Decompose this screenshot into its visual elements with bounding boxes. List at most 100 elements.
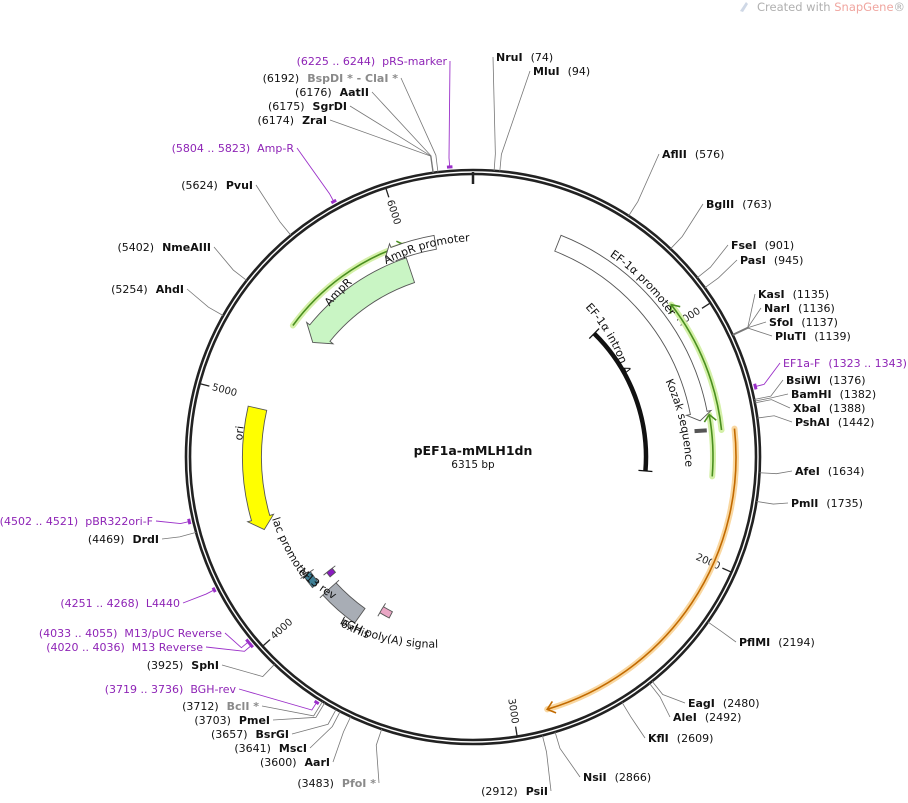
site-leader-drdi xyxy=(161,532,197,540)
site-leader-kfli xyxy=(621,702,646,739)
site-leader-xbai xyxy=(754,399,791,409)
site-label-aflii[interactable]: AflII(576) xyxy=(662,148,724,161)
site-leader-sfoi xyxy=(732,321,767,336)
site-label-aari[interactable]: (3600)AarI xyxy=(260,756,330,769)
site-label-sfoi[interactable]: SfoI(1137) xyxy=(769,316,838,329)
primer-label-prs-marker[interactable]: (6225 .. 6244)pRS-marker xyxy=(297,55,448,68)
bgh-polya-box xyxy=(319,579,366,624)
ef1a-intron-bar xyxy=(592,331,649,472)
primer-mark-bgh-rev xyxy=(313,699,320,706)
ef1a-promoter-arrow xyxy=(554,234,713,422)
primer-label-l4440[interactable]: (4251 .. 4268)L4440 xyxy=(60,597,180,610)
site-leader-nrui xyxy=(492,56,496,171)
site-leader-pflmi xyxy=(707,621,737,643)
site-leader-pasi xyxy=(704,259,738,289)
site-label-fsei[interactable]: FseI(901) xyxy=(731,239,794,252)
site-label-bspdi-clai[interactable]: (6192)BspDI * - ClaI * xyxy=(263,72,399,85)
site-leader-bsrgi xyxy=(291,709,337,735)
site-leader-bcli xyxy=(261,701,323,717)
site-label-pluti[interactable]: PluTI(1139) xyxy=(775,330,851,343)
tick-mark xyxy=(385,187,390,198)
6xhis-box xyxy=(377,603,394,619)
primer-label-amp-r[interactable]: (5804 .. 5823)Amp-R xyxy=(172,142,295,155)
site-label-nari[interactable]: NarI(1136) xyxy=(764,302,835,315)
site-leader-bglii xyxy=(670,203,704,250)
primer-leader-bgh-rev xyxy=(238,688,318,711)
site-label-nrui[interactable]: NruI(74) xyxy=(496,51,553,64)
site-label-aatii[interactable]: (6176)AatII xyxy=(295,86,369,99)
ef1a-direction-arc-arrowhead xyxy=(703,413,717,423)
site-leader-nsii xyxy=(554,731,581,778)
site-label-afei[interactable]: AfeI(1634) xyxy=(795,465,864,478)
primer-label-bgh-rev[interactable]: (3719 .. 3736)BGH-rev xyxy=(105,683,237,696)
site-label-msci[interactable]: (3641)MscI xyxy=(234,742,307,755)
site-leader-pmli xyxy=(756,501,789,505)
site-leader-mlui xyxy=(499,70,531,172)
ef1a-direction-arc xyxy=(708,414,714,477)
backbone-outer-ring xyxy=(184,168,762,746)
site-leader-bamhi xyxy=(754,393,789,402)
site-label-mlui[interactable]: MluI(94) xyxy=(533,65,590,78)
site-label-drdi[interactable]: (4469)DrdI xyxy=(88,533,159,546)
ef1a-outer-arc xyxy=(670,304,723,431)
site-label-bsiwi[interactable]: BsiWI(1376) xyxy=(786,374,866,387)
site-label-psii[interactable]: (2912)PsiI xyxy=(481,785,548,798)
primer-label-m13-puc-reverse[interactable]: (4033 .. 4055)M13/pUC Reverse xyxy=(39,627,222,640)
site-label-pmei[interactable]: (3703)PmeI xyxy=(194,714,270,727)
primer-mark-amp-r xyxy=(330,198,337,205)
watermark-name: SnapGene xyxy=(834,0,893,14)
primer-leader-l4440 xyxy=(182,589,215,604)
site-leader-aatii xyxy=(371,91,434,173)
m13-rev-box xyxy=(323,565,337,578)
site-label-pfoi[interactable]: (3483)PfoI * xyxy=(297,777,376,790)
site-leader-aflii xyxy=(628,153,660,217)
site-label-bcli[interactable]: (3712)BclI * xyxy=(182,700,259,713)
site-label-pflmi[interactable]: PflMI(2194) xyxy=(739,636,815,649)
primer-mark-m13-puc-reverse xyxy=(245,638,252,646)
site-label-bglii[interactable]: BglII(763) xyxy=(706,198,772,211)
site-label-bsrgi[interactable]: (3657)BsrGI xyxy=(211,728,289,741)
site-leader-eagi xyxy=(651,680,686,704)
primer-mark-ef1a-f xyxy=(753,383,758,390)
site-leader-sphi xyxy=(221,664,275,678)
tick-label: 6000 xyxy=(384,199,402,227)
site-label-pshai[interactable]: PshAI(1442) xyxy=(795,416,874,429)
backbone xyxy=(184,168,762,746)
tick-mark xyxy=(199,382,210,387)
primer-leader-amp-r xyxy=(296,147,335,202)
site-label-sphi[interactable]: (3925)SphI xyxy=(147,659,219,672)
site-label-xbai[interactable]: XbaI(1388) xyxy=(793,402,865,415)
site-label-pmli[interactable]: PmlI(1735) xyxy=(791,497,863,510)
tick-label: 5000 xyxy=(211,382,238,399)
site-leader-psii xyxy=(542,735,552,792)
site-leader-bsiwi xyxy=(754,379,784,400)
primer-label-pbr322ori-f[interactable]: (4502 .. 4521)pBR322ori-F xyxy=(0,515,153,528)
site-label-ahdi[interactable]: (5254)AhdI xyxy=(111,283,184,296)
site-label-kasi[interactable]: KasI(1135) xyxy=(758,288,829,301)
feature-label-ef1a-intron: EF-1α intron A xyxy=(583,301,634,376)
site-label-alei[interactable]: AleI(2492) xyxy=(673,711,741,724)
site-label-kfli[interactable]: KflI(2609) xyxy=(648,732,713,745)
lac-promoter-box xyxy=(300,568,320,589)
site-label-zrai[interactable]: (6174)ZraI xyxy=(258,114,328,127)
primer-leader-m13-reverse xyxy=(205,645,252,652)
site-leader-sgrdi xyxy=(349,105,434,173)
tick-mark xyxy=(722,567,732,573)
tick-mark xyxy=(262,639,271,647)
site-label-nmeaiii[interactable]: (5402)NmeAIII xyxy=(118,241,212,254)
site-leader-nmeaiii xyxy=(213,246,247,281)
site-label-pasi[interactable]: PasI(945) xyxy=(740,254,803,267)
site-label-bamhi[interactable]: BamHI(1382) xyxy=(791,388,876,401)
plasmid-length: 6315 bp xyxy=(451,459,495,471)
site-label-nsii[interactable]: NsiI(2866) xyxy=(583,771,651,784)
snapgene-logo-icon xyxy=(740,2,748,12)
site-leader-afei xyxy=(759,470,793,475)
site-label-pvui[interactable]: (5624)PvuI xyxy=(181,179,253,192)
site-label-eagi[interactable]: EagI(2480) xyxy=(688,697,759,710)
primer-label-m13-reverse[interactable]: (4020 .. 4036)M13 Reverse xyxy=(46,641,203,654)
primer-label-ef1a-f[interactable]: EF1a-F(1323 .. 1343) xyxy=(783,357,907,370)
site-label-sgrdi[interactable]: (6175)SgrDI xyxy=(268,100,347,113)
features: EF-1α promoter EF-1α intron A Kozak sequ… xyxy=(232,231,739,714)
primer-mark-l4440 xyxy=(211,587,217,593)
